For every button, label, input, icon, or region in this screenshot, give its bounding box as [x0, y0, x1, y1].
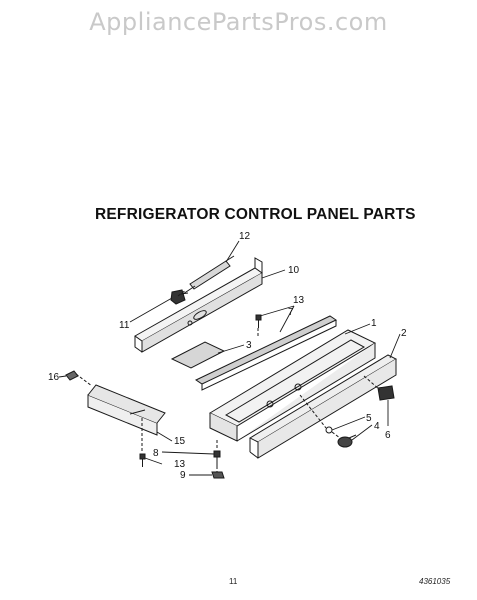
part-16-clip — [65, 370, 79, 381]
part-9-nut — [211, 471, 225, 479]
part-15-lower-bracket — [87, 384, 166, 436]
callout-11: 11 — [119, 320, 130, 331]
part-12-capillary-bulb — [182, 255, 235, 295]
callout-10: 10 — [288, 265, 300, 276]
callout-1: 1 — [371, 318, 377, 329]
watermark: AppliancePartsPros.com — [89, 8, 388, 36]
callout-4: 4 — [374, 421, 380, 432]
leader-lines — [58, 240, 401, 476]
page-number: 11 — [229, 577, 238, 586]
part-4-knob — [337, 434, 357, 448]
part-8-screw — [213, 450, 221, 466]
callout-16: 16 — [48, 372, 60, 383]
callout-3: 3 — [246, 340, 252, 351]
part-6-switch — [377, 385, 395, 401]
part-10-top-bracket — [134, 257, 263, 353]
callout-labels: 12 10 11 13 7 3 1 2 5 4 6 16 15 8 13 9 — [48, 231, 407, 481]
part-2-front-panel — [248, 354, 398, 459]
part-5-washer — [325, 426, 333, 434]
assembly-dashed-lines — [75, 289, 381, 472]
callout-13-lower: 13 — [174, 459, 186, 470]
callout-13-upper: 13 — [293, 295, 305, 306]
part-13-screw-lower — [139, 453, 146, 467]
part-13-screw-upper — [255, 314, 262, 328]
callout-2: 2 — [401, 328, 407, 339]
callout-7: 7 — [288, 307, 294, 318]
callout-9: 9 — [180, 470, 186, 481]
callout-5: 5 — [366, 413, 372, 424]
callout-15: 15 — [174, 436, 186, 447]
part-3-plate — [170, 341, 226, 369]
callout-6: 6 — [385, 430, 391, 441]
callout-12: 12 — [239, 231, 251, 242]
part-1-control-housing — [208, 329, 377, 442]
part-7-strip — [194, 315, 338, 391]
callout-8: 8 — [153, 448, 159, 459]
diagram-title: REFRIGERATOR CONTROL PANEL PARTS — [95, 206, 416, 223]
document-number: 4361035 — [419, 577, 451, 586]
